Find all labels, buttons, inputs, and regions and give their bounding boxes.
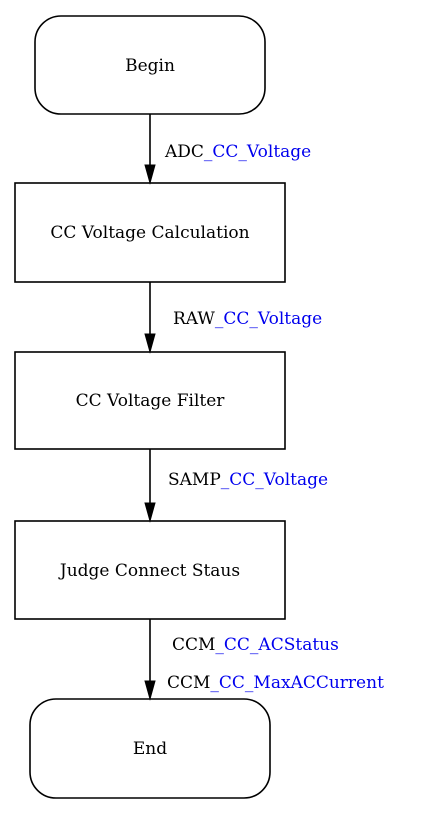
- edge-label-adc-cc-voltage: ADC_CC_Voltage: [164, 142, 311, 162]
- arrowhead-icon: [144, 502, 156, 523]
- edge-filter-to-judge: SAMP_CC_Voltage: [144, 449, 328, 523]
- arrowhead-icon: [144, 680, 156, 701]
- node-cc-voltage-filter: CC Voltage Filter: [14, 351, 286, 450]
- edge-label-prefix: CCM: [167, 673, 210, 693]
- edge-label-signal: _CC_MaxACCurrent: [210, 673, 384, 693]
- edge-label-signal: _CC_Voltage: [215, 309, 322, 329]
- arrowhead-icon: [144, 333, 156, 354]
- cc-voltage-filter-label: CC Voltage Filter: [76, 391, 226, 411]
- edge-label-prefix: SAMP: [168, 470, 221, 490]
- begin-label: Begin: [125, 56, 175, 76]
- node-cc-voltage-calculation: CC Voltage Calculation: [14, 182, 286, 283]
- cc-voltage-calculation-box: [14, 182, 286, 283]
- edge-label-signal: _CC_Voltage: [221, 470, 328, 490]
- node-begin: Begin: [34, 15, 266, 115]
- node-end: End: [29, 698, 271, 799]
- edge-label-prefix: CCM: [172, 635, 215, 655]
- arrowhead-icon: [144, 164, 156, 185]
- edge-calculation-to-filter: RAW_CC_Voltage: [144, 282, 322, 354]
- edge-label-ccm-cc-acstatus: CCM_CC_ACStatus: [172, 635, 339, 655]
- cc-voltage-calculation-label: CC Voltage Calculation: [50, 223, 249, 243]
- node-judge-connect-status: Judge Connect Staus: [14, 520, 286, 620]
- edge-label-ccm-cc-maxaccurrent: CCM_CC_MaxACCurrent: [167, 673, 384, 693]
- edge-judge-to-end: CCM_CC_ACStatus CCM_CC_MaxACCurrent: [144, 619, 384, 701]
- edge-label-signal: _CC_Voltage: [204, 142, 311, 162]
- end-label: End: [133, 739, 167, 759]
- edge-begin-to-calculation: ADC_CC_Voltage: [144, 114, 311, 185]
- edge-label-prefix: RAW: [173, 309, 215, 329]
- edge-label-raw-cc-voltage: RAW_CC_Voltage: [173, 309, 322, 329]
- edge-label-samp-cc-voltage: SAMP_CC_Voltage: [168, 470, 328, 490]
- edge-label-signal: _CC_ACStatus: [215, 635, 338, 655]
- judge-connect-status-box: [14, 520, 286, 620]
- judge-connect-status-label: Judge Connect Staus: [58, 561, 240, 581]
- edge-label-prefix: ADC: [164, 142, 204, 162]
